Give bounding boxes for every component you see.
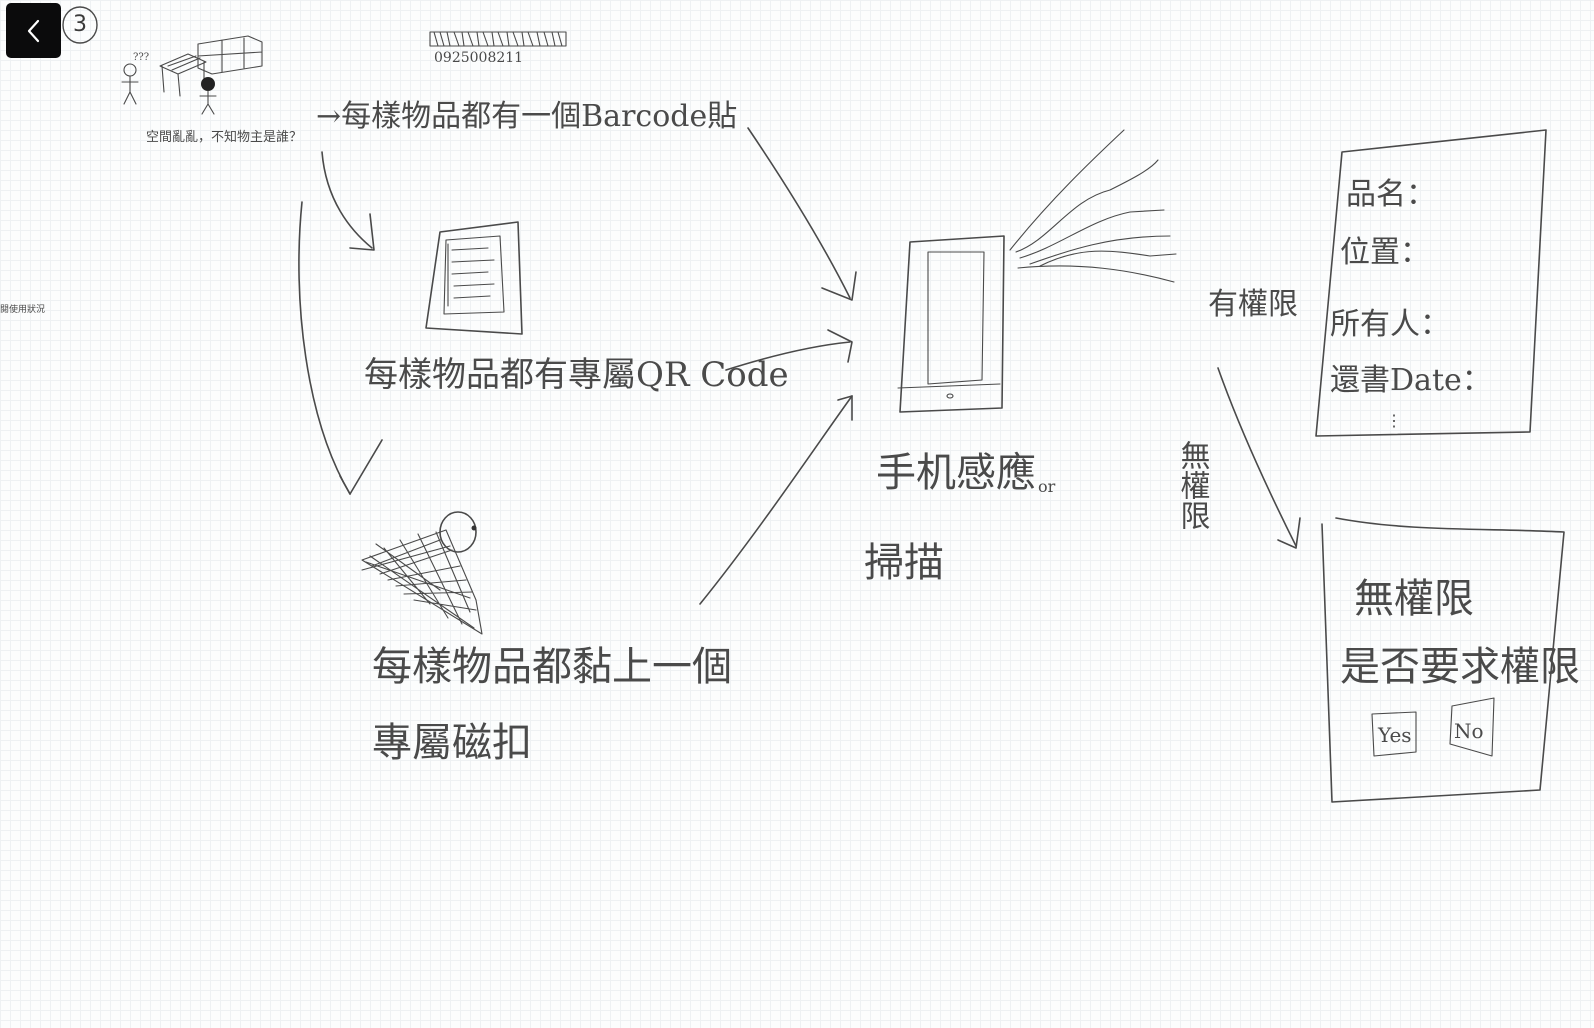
barcode-idea: 0925008211 →每樣物品都有一個Barcode貼 bbox=[316, 31, 737, 134]
yes-option-text: Yes bbox=[1377, 723, 1412, 747]
phone-action-or-text: or bbox=[1038, 477, 1056, 496]
back-button[interactable] bbox=[6, 3, 61, 58]
arrow-barcode-to-phone bbox=[747, 127, 851, 299]
messy-room-sketch: ??? 空間亂亂，不知物主是誰？ bbox=[121, 35, 302, 145]
qr-idea: 每樣物品都有專屬QR Code bbox=[364, 221, 789, 395]
arrow-magnet-to-phone bbox=[699, 395, 853, 605]
info-location-label: 位置： bbox=[1340, 235, 1430, 270]
item-info-card: 品名： 位置： 所有人： 還書Date： ⋮ bbox=[1315, 129, 1547, 437]
arrow-to-magnet bbox=[298, 201, 351, 495]
info-owner-label: 所有人： bbox=[1330, 307, 1450, 342]
no-permission-label-text: 無權限 bbox=[1175, 440, 1211, 530]
question-marks-text: ??? bbox=[133, 52, 149, 63]
magnet-idea: 每樣物品都黏上一個 專屬磁扣 bbox=[361, 511, 732, 766]
yes-option-box bbox=[1371, 711, 1417, 757]
problem-text: 空間亂亂，不知物主是誰？ bbox=[146, 129, 302, 145]
info-name-label: 品名： bbox=[1346, 177, 1436, 212]
page-number: 3 bbox=[73, 11, 87, 37]
permission-card-title: 無權限 bbox=[1354, 576, 1474, 622]
arrow-to-qr bbox=[321, 151, 373, 249]
side-note-text: 閱使用狀況 bbox=[0, 303, 45, 315]
no-option-box bbox=[1449, 697, 1495, 757]
permission-card-question: 是否要求權限 bbox=[1340, 644, 1580, 690]
barcode-idea-text: →每樣物品都有一個Barcode貼 bbox=[316, 99, 737, 134]
info-return-date-label: 還書Date： bbox=[1330, 363, 1492, 398]
barcode-number-text: 0925008211 bbox=[434, 50, 523, 66]
arrow-to-no-permission bbox=[1217, 367, 1297, 547]
has-permission-text: 有權限 bbox=[1208, 287, 1298, 322]
no-option-text: No bbox=[1454, 719, 1484, 743]
arrow-qr-to-phone bbox=[725, 341, 851, 371]
info-more-text: ⋮ bbox=[1386, 411, 1402, 430]
phone-action-line1-text: 手机感應 bbox=[876, 450, 1036, 496]
qr-idea-text: 每樣物品都有專屬QR Code bbox=[364, 355, 789, 395]
permission-request-card: 無權限 是否要求權限 Yes No bbox=[1321, 517, 1580, 803]
magnet-idea-line1-text: 每樣物品都黏上一個 bbox=[372, 644, 732, 690]
chevron-left-icon bbox=[23, 17, 45, 45]
phone-sketch: 手机感應 or 掃描 bbox=[864, 129, 1177, 586]
phone-action-line2-text: 掃描 bbox=[864, 540, 944, 586]
magnet-idea-line2-text: 專屬磁扣 bbox=[372, 720, 532, 766]
